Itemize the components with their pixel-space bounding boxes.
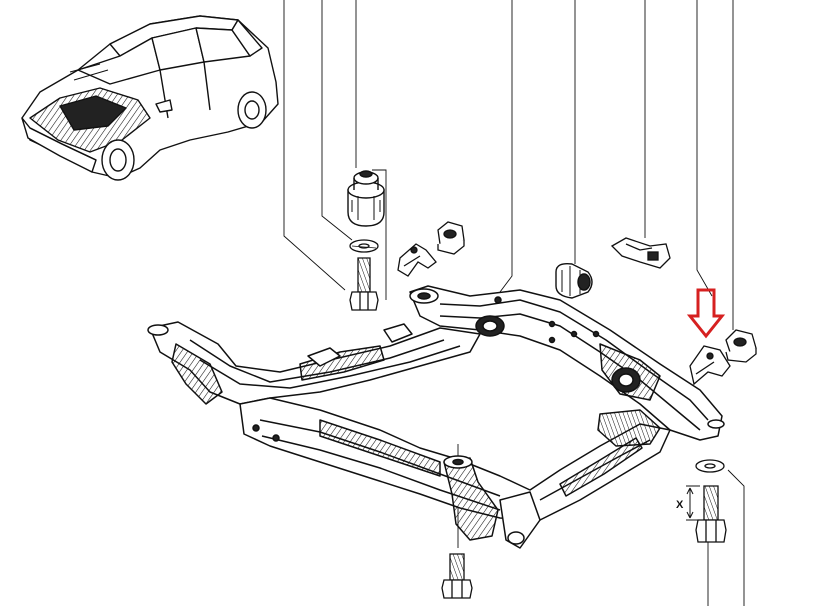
- rubber-bush-center: [555, 262, 593, 299]
- car-location-thumbnail: [21, 15, 279, 181]
- highlight-arrow-down: [686, 288, 726, 339]
- mounting-bracket-right: [689, 345, 731, 386]
- mounting-bracket-left: [397, 243, 437, 277]
- dimension-x: [686, 485, 700, 521]
- retaining-clip: [610, 237, 671, 269]
- dimension-x-label: X: [676, 499, 684, 511]
- nut-left: [437, 221, 465, 255]
- front-subframe-cradle: [147, 285, 725, 549]
- mounting-bolt-front-left: [441, 553, 473, 599]
- rubber-mount-bush: [347, 170, 385, 227]
- mounting-bolt-left: [349, 257, 379, 311]
- washer-top: [349, 239, 379, 253]
- mounting-bolt-front-right: [695, 485, 727, 543]
- leader-lines: [283, 0, 745, 606]
- washer-front-right: [695, 459, 725, 473]
- nut-right: [725, 329, 757, 363]
